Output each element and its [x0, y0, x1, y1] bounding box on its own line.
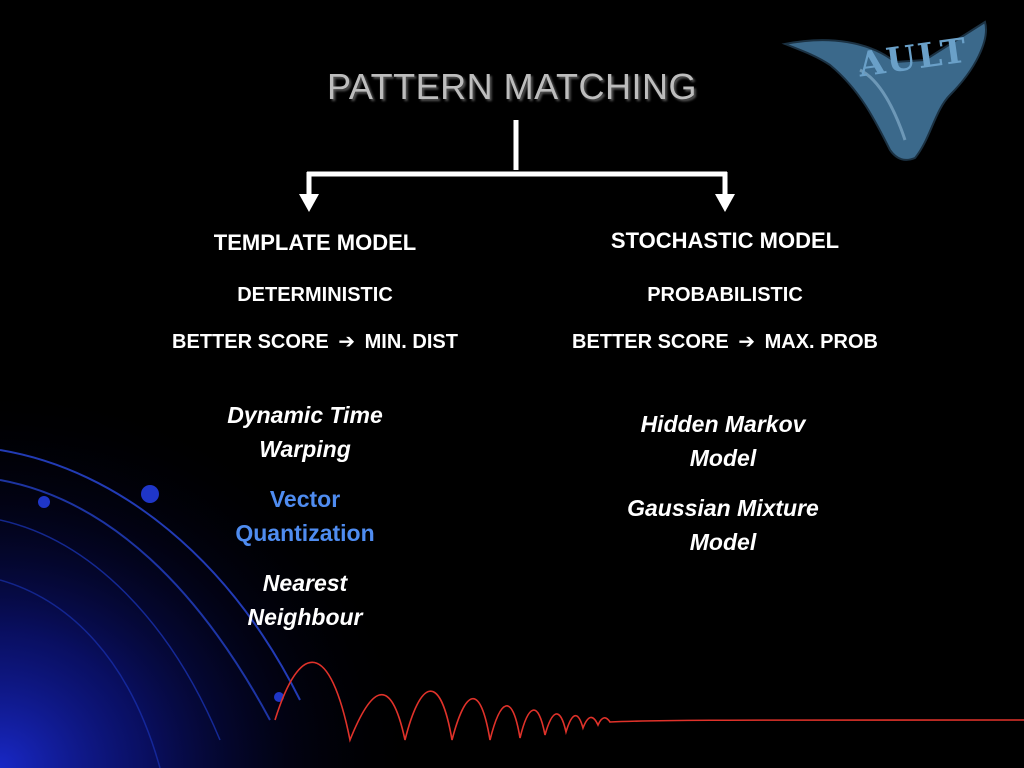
method-line: Model — [689, 445, 757, 471]
score-label: BETTER SCORE — [572, 331, 729, 353]
swoosh-dot — [141, 485, 159, 503]
branch-heading: TEMPLATE MODEL — [213, 230, 417, 255]
arrow-down-icon — [715, 194, 735, 212]
arrow-down-icon — [299, 194, 319, 212]
score-value: MAX. PROB — [764, 331, 878, 353]
branch-stochastic-model: STOCHASTIC MODEL PROBABILISTIC BETTER SC… — [520, 228, 930, 354]
method-line: Dynamic Time — [227, 402, 383, 428]
arrow-right-icon: ➔ — [738, 331, 756, 353]
red-wave — [274, 661, 1024, 743]
swoosh-line — [0, 449, 301, 701]
branch-template-model: TEMPLATE MODEL DETERMINISTIC BETTER SCOR… — [110, 230, 520, 354]
method-line: Warping — [259, 436, 351, 462]
method-line: Nearest — [262, 570, 348, 596]
method-item: Gaussian Mixture Model — [578, 491, 868, 559]
score-value: MIN. DIST — [364, 331, 458, 353]
method-line: Vector — [269, 486, 341, 512]
swoosh-dot — [38, 496, 50, 508]
method-item: Nearest Neighbour — [160, 566, 450, 634]
logo-v-shape — [781, 20, 987, 161]
method-item-highlight: Vector Quantization — [160, 482, 450, 550]
method-line: Hidden Markov — [640, 411, 806, 437]
score-label: BETTER SCORE — [172, 331, 329, 353]
blue-glow — [0, 380, 420, 768]
swoosh-line — [0, 579, 161, 768]
branch-score: BETTER SCORE ➔ MAX. PROB — [520, 329, 930, 354]
method-item: Hidden Markov Model — [578, 407, 868, 475]
method-list-template: Dynamic Time Warping Vector Quantization… — [160, 398, 450, 634]
branch-type: PROBABILISTIC — [647, 284, 803, 306]
arrow-right-icon: ➔ — [338, 331, 356, 353]
branch-score: BETTER SCORE ➔ MIN. DIST — [110, 329, 520, 354]
method-list-stochastic: Hidden Markov Model Gaussian Mixture Mod… — [578, 407, 868, 559]
method-line: Model — [689, 529, 757, 555]
method-line: Neighbour — [247, 604, 363, 630]
swoosh-line — [0, 479, 271, 721]
page-title: PATTERN MATCHING — [327, 66, 697, 107]
method-line: Quantization — [235, 520, 375, 546]
method-line: Gaussian Mixture — [627, 495, 819, 521]
swoosh-line — [0, 519, 221, 741]
branch-heading: STOCHASTIC MODEL — [610, 228, 840, 253]
logo-highlight — [859, 68, 907, 141]
branch-type: DETERMINISTIC — [237, 284, 393, 306]
method-item: Dynamic Time Warping — [160, 398, 450, 466]
